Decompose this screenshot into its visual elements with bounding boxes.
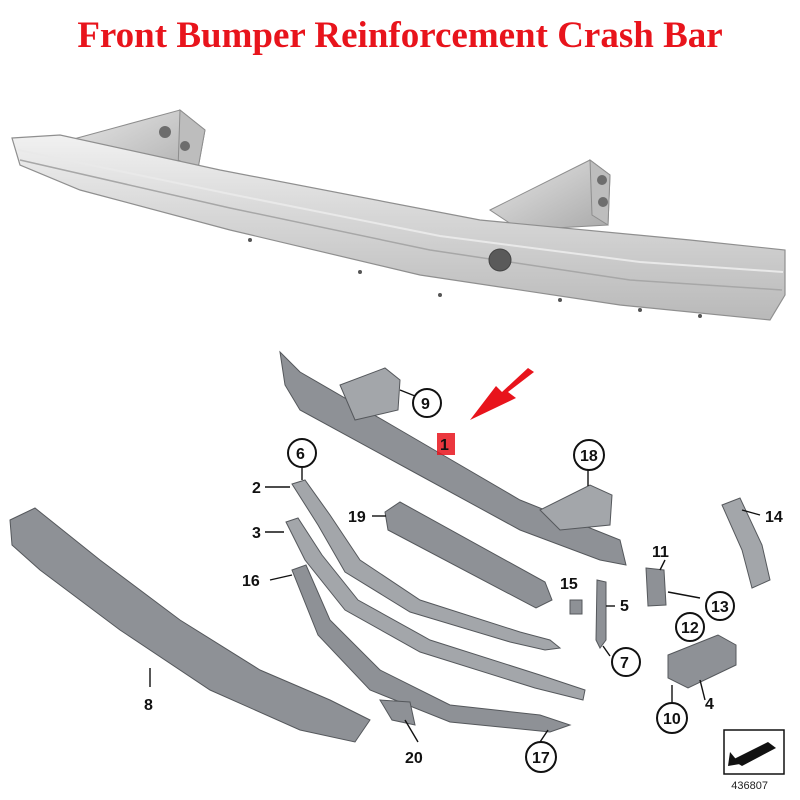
label-part-12: 12 [681,620,699,637]
crash-bar-beam [11,134,786,321]
part-1-reinforcement-bar [279,350,627,566]
part-19-absorber [384,501,553,609]
part-20-clip [379,699,416,726]
label-part-3: 3 [252,525,261,542]
right-mount-bracket [489,158,611,231]
label-part-15: 15 [560,576,578,593]
part-1-highlight [437,433,455,455]
part-4-block [667,634,737,689]
part-2-strip [291,479,562,651]
label-part-7: 7 [620,655,629,672]
catalog-number: 436807 [731,780,768,792]
part-15-clip [569,599,583,615]
label-part-19: 19 [348,509,366,526]
label-part-14: 14 [765,509,783,526]
label-part-11: 11 [652,544,669,561]
label-part-16: 16 [242,573,260,590]
catalog-icon [723,729,785,775]
pointer-arrow [470,368,534,420]
label-part-8: 8 [144,697,153,714]
label-part-13: 13 [711,599,729,616]
part-3-strip [285,517,586,701]
label-part-1: 1 [440,437,449,454]
parts-diagram: 1 9 6 18 13 12 7 10 17 2 3 16 19 8 20 15… [9,350,785,775]
label-part-5: 5 [620,598,629,615]
part-14-bracket [721,497,771,589]
label-part-20: 20 [405,750,423,767]
crash-bar-photo [11,108,786,321]
label-part-6: 6 [296,446,305,463]
part-11-bracket [645,567,667,607]
label-part-17: 17 [532,750,550,767]
label-part-18: 18 [580,448,598,465]
label-part-4: 4 [705,696,714,713]
label-part-9: 9 [421,396,430,413]
page-title: Front Bumper Reinforcement Crash Bar [77,15,723,56]
label-part-10: 10 [663,711,681,728]
part-8-foam-absorber [9,507,371,743]
part-5-bracket [595,579,607,649]
part-16-strip [291,564,572,733]
label-part-2: 2 [252,480,261,497]
